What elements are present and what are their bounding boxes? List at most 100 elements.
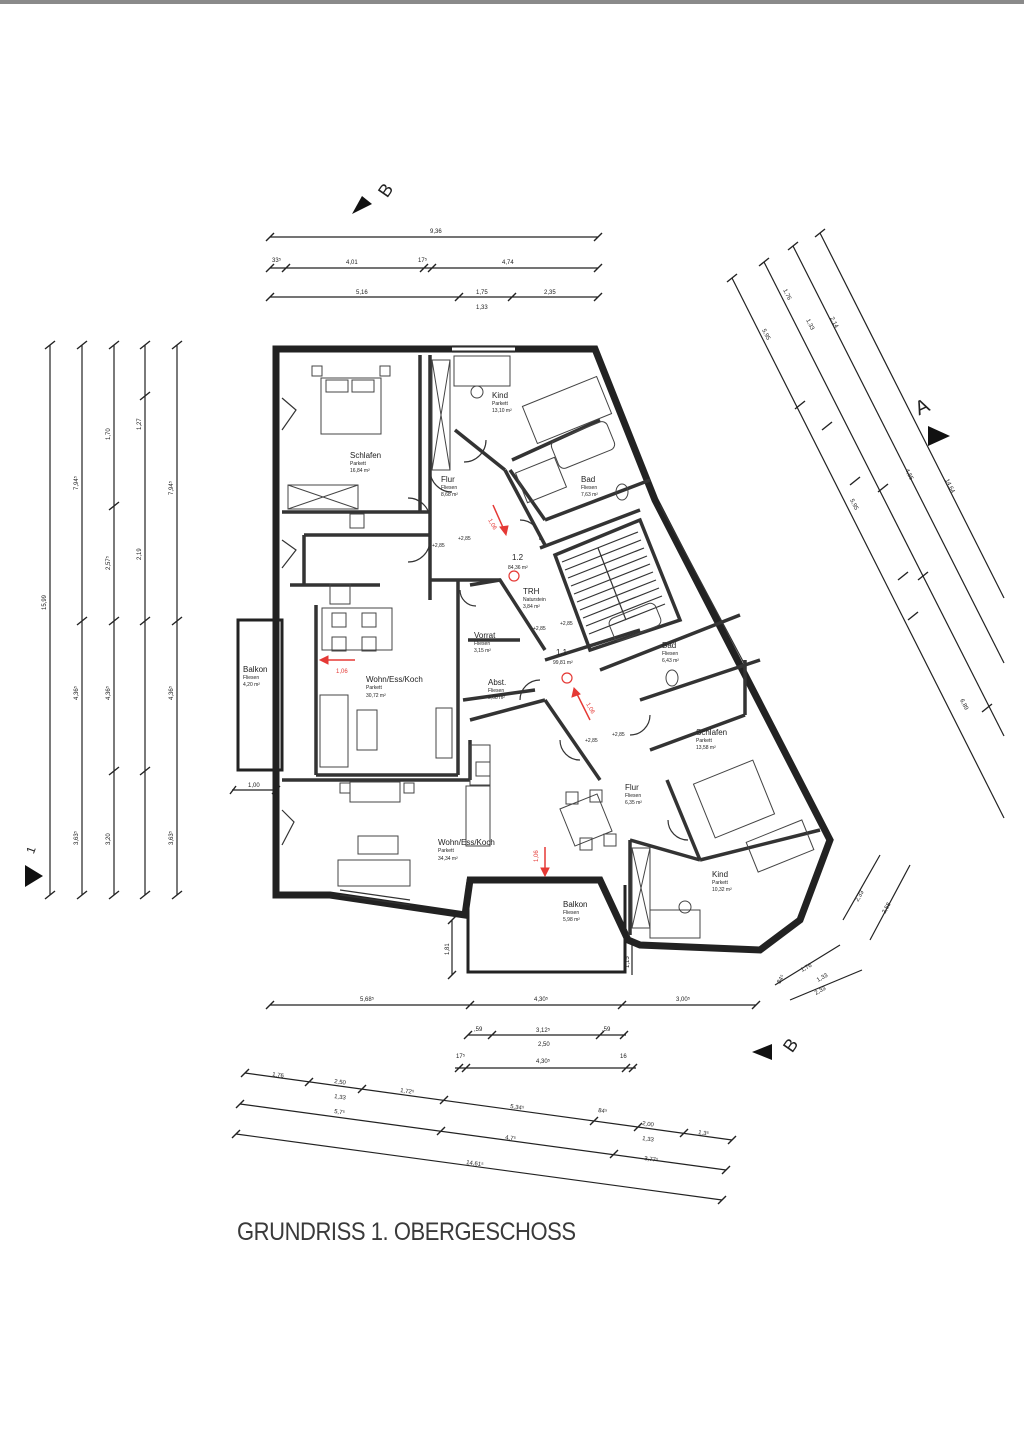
bottom-dimension-chains: 5,68⁵ 4,30⁵ 3,00⁵ ,59 3,12⁵ 2,50 ,59 17⁵…: [265, 996, 761, 1073]
left-dimension-chains: 15,99 7,94⁵ 4,36⁵ 3,63⁵ 4,36⁵ 2,57⁵ 1,70…: [42, 340, 183, 900]
svg-text:Flur: Flur: [625, 783, 639, 792]
dim-right-d: 2,14: [828, 316, 839, 330]
dim-bottom-e: 2,50: [538, 1042, 550, 1048]
svg-text:Schlafen: Schlafen: [696, 728, 727, 737]
svg-text:Fliesen: Fliesen: [581, 485, 597, 491]
svg-text:Wohn/Ess/Koch: Wohn/Ess/Koch: [438, 838, 495, 847]
section-label-b-bottom: B: [779, 1035, 802, 1056]
section-marker-b-top: B: [352, 180, 397, 214]
svg-text:10,32 m²: 10,32 m²: [712, 887, 732, 893]
dim-top-e: 5,16: [356, 290, 368, 296]
dim-bottom-i: 17⁵: [456, 1053, 466, 1060]
svg-text:Naturstein: Naturstein: [523, 597, 546, 603]
dim-left-c: 3,63⁵: [73, 830, 80, 845]
dim-top-c: 17⁵: [418, 257, 428, 264]
svg-text:Schlafen: Schlafen: [350, 451, 381, 460]
dim-bottom-h: ,59: [602, 1027, 611, 1033]
svg-text:3,84 m²: 3,84 m²: [523, 604, 540, 610]
dim-small-e: 2,58: [882, 901, 893, 915]
dim-bottom-f: 4,30⁵: [536, 1058, 551, 1065]
level-5: +2,85: [585, 738, 598, 744]
svg-text:Abst.: Abst.: [488, 678, 506, 687]
dim-left-g: 2,19: [137, 548, 143, 560]
svg-text:13,58 m²: 13,58 m²: [696, 745, 716, 751]
dim-left-k: 4,36⁵: [168, 685, 175, 700]
dim-top-d: 4,74: [502, 260, 514, 266]
furniture: [287, 355, 815, 939]
door-swings: [281, 397, 689, 846]
dim-right-f: 14,64: [943, 478, 955, 495]
svg-text:7,63 m²: 7,63 m²: [581, 492, 598, 498]
svg-text:3,68 m²: 3,68 m²: [488, 695, 505, 701]
svg-text:Flur: Flur: [441, 475, 455, 484]
dim-top-b: 4,01: [346, 260, 358, 266]
unit-1-1: 1.1: [556, 648, 568, 657]
dim-diag-i: 1,3⁵: [698, 1129, 710, 1138]
svg-text:Bad: Bad: [581, 475, 595, 484]
dim-left-a: 7,94⁵: [73, 475, 80, 490]
window-marks: [339, 345, 746, 906]
dim-diag-d: 1,72⁵: [400, 1087, 416, 1096]
red-arrow-icon: [318, 655, 329, 665]
dim-diag-b: 2,50: [334, 1079, 347, 1087]
level-4: +2,85: [560, 621, 573, 627]
dim-right-e: 4,55: [903, 468, 914, 482]
section-label-left: 1: [23, 844, 39, 855]
dim-diag-c: 1,33: [816, 972, 830, 983]
svg-text:Kind: Kind: [492, 391, 508, 400]
balkon-left-outline: [236, 618, 284, 772]
level-2: +2,85: [458, 536, 471, 542]
svg-text:Fliesen: Fliesen: [625, 793, 641, 799]
svg-text:13,10 m²: 13,10 m²: [492, 408, 512, 414]
top-dimension-chains: 9,36 33⁵ 4,01 17⁵ 4,74 5,16 1,75 1,33 2,…: [265, 229, 603, 311]
unit-1-2-area: 84,36 m²: [508, 565, 528, 571]
red-arrow-icon: [540, 867, 550, 878]
red-label-4: 1,06: [584, 702, 595, 716]
dim-small-f: 2,33: [814, 985, 828, 996]
section-arrow-icon: [752, 1044, 772, 1060]
dim-left-i: 1,27: [137, 418, 143, 430]
svg-text:Parkett: Parkett: [492, 401, 508, 407]
svg-text:Fliesen: Fliesen: [441, 485, 457, 491]
dim-diag-a: 1,76: [800, 962, 814, 973]
svg-text:Fliesen: Fliesen: [662, 651, 678, 657]
dim-bottom-d: 3,12⁵: [536, 1027, 551, 1034]
dim-diag-m: 14,61⁵: [466, 1159, 485, 1168]
level-1: +2,85: [432, 543, 445, 549]
dim-right-b: 1,76: [781, 288, 792, 302]
section-marker-left: 1: [23, 844, 43, 887]
dim-left-d: 4,36⁵: [105, 685, 112, 700]
dim-diag-c2: 1,33: [334, 1094, 347, 1102]
unit-1-1-area: 99,81 m²: [553, 660, 573, 666]
svg-text:Parkett: Parkett: [438, 848, 454, 854]
svg-text:Fliesen: Fliesen: [488, 688, 504, 694]
dim-top-a: 33⁵: [272, 257, 282, 264]
dim-right-h: 5,95: [848, 498, 859, 512]
red-arrow-icon: [499, 525, 509, 537]
red-label-3: 1,06: [534, 850, 540, 862]
svg-text:Wohn/Ess/Koch: Wohn/Ess/Koch: [366, 675, 423, 684]
svg-text:Fliesen: Fliesen: [243, 675, 259, 681]
section-arrow-icon: [352, 196, 372, 214]
svg-text:Balkon: Balkon: [563, 900, 587, 909]
dim-diag-f2: 84⁵: [598, 1107, 609, 1115]
section-label-a: A: [912, 394, 934, 420]
level-3: +2,85: [533, 626, 546, 632]
dim-bottom-a: 5,68⁵: [360, 996, 375, 1003]
level-6: +2,85: [612, 732, 625, 738]
section-arrow-icon: [25, 865, 43, 887]
bottom-right-dims: 2,33 2,58 1,76 1,33 2,33 84⁵: [774, 854, 911, 1001]
